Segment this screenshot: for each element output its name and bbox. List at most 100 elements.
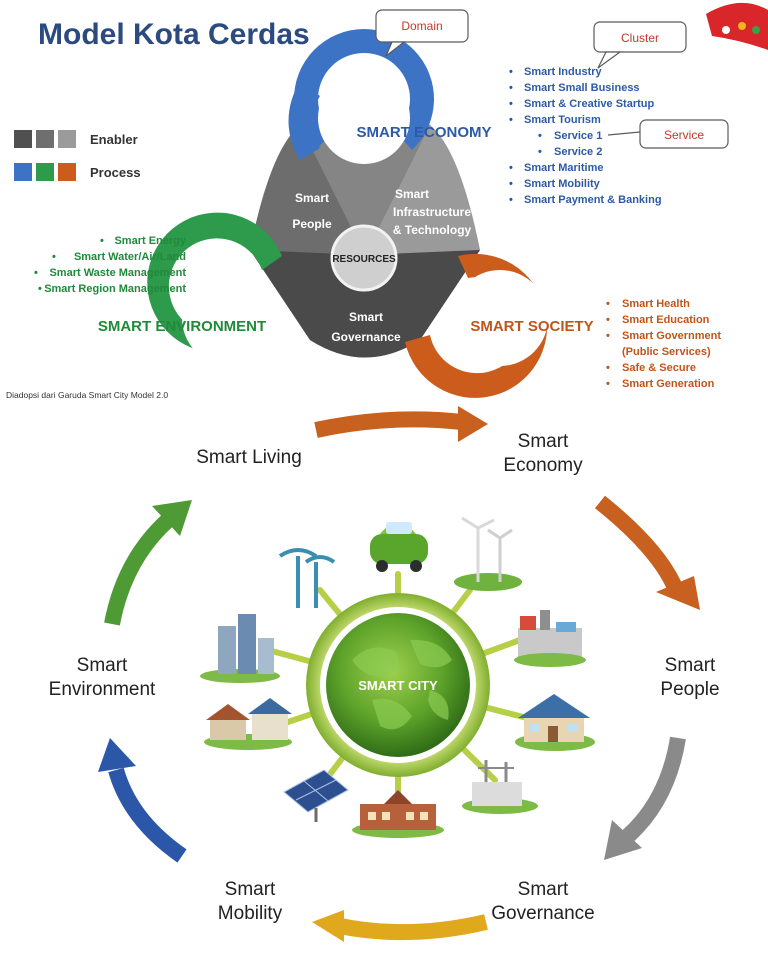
callout-domain-text: Domain bbox=[401, 19, 442, 33]
economy-bullet: • bbox=[509, 82, 513, 94]
footnote: Diadopsi dari Garuda Smart City Model 2.… bbox=[6, 390, 168, 400]
economy-service-2: Service 2 bbox=[554, 146, 602, 158]
society-bullet: • bbox=[606, 298, 610, 310]
economy-bullet: • bbox=[538, 130, 542, 142]
smart-society-ring bbox=[405, 253, 548, 398]
economy-cluster-list: • Smart Industry • Smart Small Business … bbox=[509, 66, 662, 206]
arrow-economy-to-people bbox=[595, 495, 700, 610]
enabler-governance-line1: Smart bbox=[349, 310, 383, 324]
arrow-environment-to-living bbox=[104, 500, 192, 626]
svg-text:•: • bbox=[52, 251, 56, 263]
economy-item-1: Smart Industry bbox=[524, 66, 603, 78]
svg-text:•: • bbox=[34, 267, 38, 279]
callout-domain: Domain bbox=[375, 9, 469, 57]
enabler-people-line1: Smart bbox=[295, 191, 329, 205]
resources-label: RESOURCES bbox=[332, 254, 396, 265]
legend-enabler-swatch-3 bbox=[58, 130, 76, 148]
society-item-1: Smart Health bbox=[622, 298, 690, 310]
economy-bullet: • bbox=[509, 194, 513, 206]
economy-item-5: Smart Maritime bbox=[524, 162, 603, 174]
economy-item-6: Smart Mobility bbox=[524, 178, 601, 190]
economy-item-3: Smart & Creative Startup bbox=[524, 98, 654, 110]
legend-process-swatch-3 bbox=[58, 163, 76, 181]
environment-cluster-list: Smart Energy Smart Water/Air/Land Smart … bbox=[44, 235, 187, 295]
label-smart-environment-1: Smart bbox=[77, 655, 128, 676]
legend-process-swatch-1 bbox=[14, 163, 32, 181]
society-bullet: • bbox=[606, 378, 610, 390]
economy-item-4: Smart Tourism bbox=[524, 114, 601, 126]
label-smart-people-2: People bbox=[660, 679, 719, 700]
environment-item-3: Smart Waste Management bbox=[49, 267, 186, 279]
smart-environment-ring bbox=[147, 212, 282, 366]
society-item-3-sub: (Public Services) bbox=[622, 346, 711, 358]
economy-service-1: Service 1 bbox=[554, 130, 602, 142]
economy-bullet: • bbox=[509, 98, 513, 110]
school-building-icon bbox=[352, 790, 444, 838]
environment-item-4: Smart Region Management bbox=[44, 283, 186, 295]
enabler-infra-line3: & Technology bbox=[393, 223, 472, 237]
arrow-living-to-economy bbox=[314, 406, 488, 442]
economy-bullet: • bbox=[509, 162, 513, 174]
arrow-governance-to-mobility bbox=[312, 910, 488, 942]
smart-economy-label: SMART ECONOMY bbox=[357, 124, 492, 141]
enabler-people-sector bbox=[250, 125, 365, 255]
label-smart-governance-1: Smart bbox=[518, 879, 569, 900]
callout-service-text: Service bbox=[664, 128, 704, 142]
smart-environment-label: SMART ENVIRONMENT bbox=[98, 318, 266, 335]
enabler-governance-line2: Governance bbox=[331, 330, 401, 344]
arrow-mobility-to-environment bbox=[98, 738, 187, 863]
society-item-5: Smart Generation bbox=[622, 378, 715, 390]
label-smart-mobility-1: Smart bbox=[225, 879, 276, 900]
wind-turbine-icon bbox=[454, 516, 522, 591]
enabler-infra-line2: Infrastructure bbox=[393, 205, 471, 219]
society-item-3: Smart Government bbox=[622, 330, 721, 342]
label-smart-mobility-2: Mobility bbox=[218, 903, 283, 924]
legend-enabler-swatch-1 bbox=[14, 130, 32, 148]
society-bullet: • bbox=[606, 362, 610, 374]
page-title: Model Kota Cerdas bbox=[38, 18, 310, 51]
svg-text:•: • bbox=[38, 283, 42, 295]
environment-item-2: Smart Water/Air/Land bbox=[74, 251, 186, 263]
callout-cluster: Cluster bbox=[593, 21, 687, 69]
enabler-infra-sector bbox=[365, 125, 480, 255]
enabler-infra-line1: Smart bbox=[395, 187, 429, 201]
environment-item-1: Smart Energy bbox=[114, 235, 186, 247]
economy-bullet: • bbox=[509, 178, 513, 190]
label-smart-economy-2: Economy bbox=[503, 455, 583, 476]
logo bbox=[706, 2, 768, 50]
solar-panel-icon bbox=[283, 769, 349, 822]
electric-car-icon bbox=[370, 522, 428, 572]
society-item-2: Smart Education bbox=[622, 314, 710, 326]
smart-society-label: SMART SOCIETY bbox=[470, 318, 593, 335]
smart-economy-ring bbox=[288, 29, 434, 164]
legend-process-swatch-2 bbox=[36, 163, 54, 181]
economy-bullet: • bbox=[538, 146, 542, 158]
enabler-people-line2: People bbox=[292, 217, 332, 231]
economy-item-2: Smart Small Business bbox=[524, 82, 640, 94]
legend-process-label: Process bbox=[90, 165, 141, 180]
economy-bullet: • bbox=[509, 114, 513, 126]
society-item-4: Safe & Secure bbox=[622, 362, 696, 374]
economy-item-7: Smart Payment & Banking bbox=[524, 194, 662, 206]
label-smart-governance-2: Governance bbox=[491, 903, 595, 924]
legend: Enabler Process bbox=[14, 130, 141, 181]
legend-enabler-swatch-2 bbox=[36, 130, 54, 148]
street-lamp-icon bbox=[278, 548, 336, 608]
power-plant-icon bbox=[462, 760, 538, 814]
callout-service: Service bbox=[607, 119, 729, 149]
society-bullet: • bbox=[606, 314, 610, 326]
svg-text:•: • bbox=[100, 235, 104, 247]
residential-houses-icon bbox=[204, 698, 292, 750]
society-cluster-list: • Smart Health • Smart Education • Smart… bbox=[606, 298, 721, 390]
city-buildings-icon bbox=[200, 614, 280, 683]
label-smart-economy-1: Smart bbox=[518, 431, 569, 452]
globe-landmasses bbox=[352, 639, 452, 730]
center-label: SMART CITY bbox=[358, 678, 438, 693]
label-smart-people-1: Smart bbox=[665, 655, 716, 676]
legend-enabler-label: Enabler bbox=[90, 132, 138, 147]
factory-icon bbox=[514, 610, 586, 667]
label-smart-environment-2: Environment bbox=[49, 679, 156, 700]
callout-cluster-text: Cluster bbox=[621, 31, 659, 45]
arrow-people-to-governance bbox=[604, 736, 686, 860]
